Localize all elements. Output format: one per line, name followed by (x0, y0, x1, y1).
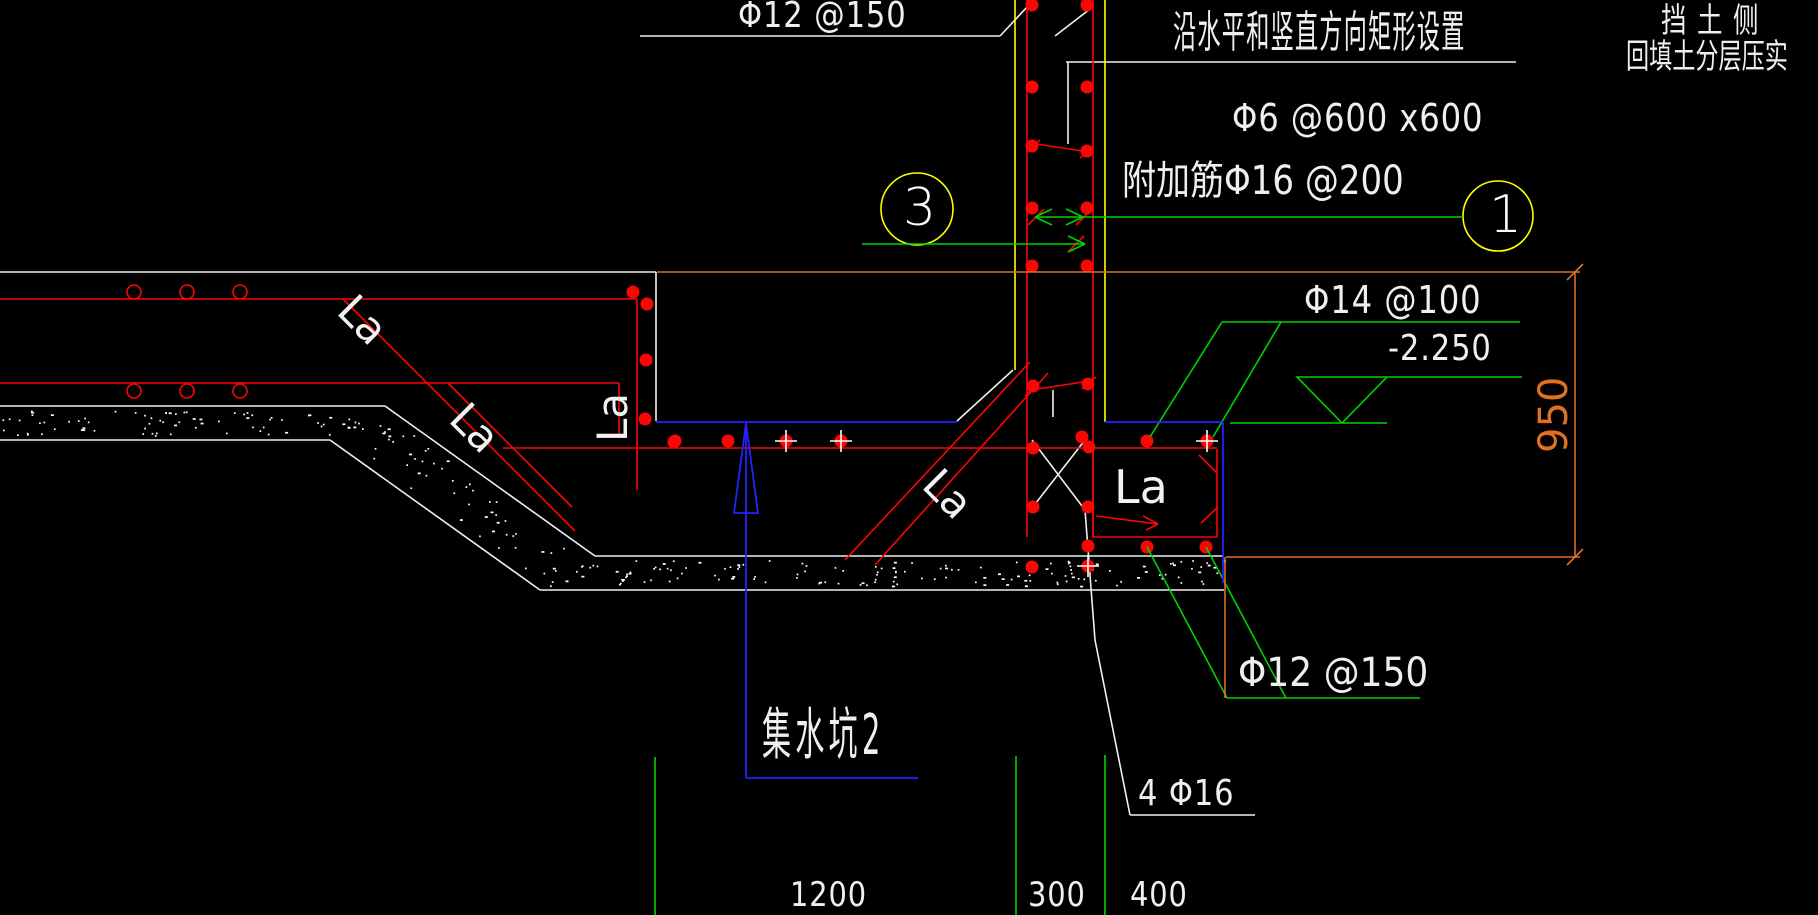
cross-markers (775, 430, 1218, 577)
elevation-value: -2.250 (1388, 328, 1492, 369)
corner-bars-label: 4 Φ16 (1138, 773, 1235, 814)
added-rebar-label: 附加筋Φ16 @200 (1122, 158, 1404, 204)
anchorage-la-5: La (1114, 460, 1168, 514)
anchorage-la-3: La (588, 392, 637, 442)
section-mark-3-label: 3 (903, 178, 937, 238)
backfill-note-line2: 回填土分层压实 (1626, 37, 1788, 77)
pit-outline (656, 421, 1224, 779)
dim-300: 300 (1028, 875, 1086, 915)
dim-950: 950 (1531, 376, 1577, 453)
mesh-note-label: 沿水平和竖直方向矩形设置 (1173, 7, 1466, 58)
rebar-hollow-dots (126, 284, 248, 399)
slab-rebar-label: Φ14 @100 (1304, 278, 1482, 322)
mesh-spec-label: Φ6 @600 x600 (1232, 96, 1484, 140)
bottom-rebar-label: Φ12 @150 (1238, 650, 1429, 696)
top-rebar-label: Φ12 @150 (738, 0, 907, 36)
wall-outline (1014, 0, 1106, 422)
concrete-hatch (2, 410, 1227, 588)
dimension-lines (657, 263, 1584, 698)
concrete-outlines (0, 5, 1516, 816)
section-mark-1-label: 1 (1489, 185, 1523, 245)
green-leaders (654, 208, 1522, 915)
section-bubble-3 (880, 172, 954, 246)
backfill-note-line1: 挡土侧 (1661, 1, 1769, 41)
section-bubble-1 (1462, 180, 1534, 252)
dim-1200: 1200 (790, 875, 867, 915)
rebar-section-dots (626, 0, 1214, 574)
dim-400: 400 (1130, 875, 1188, 915)
pit-name-label: 集水坑2 (762, 703, 885, 768)
